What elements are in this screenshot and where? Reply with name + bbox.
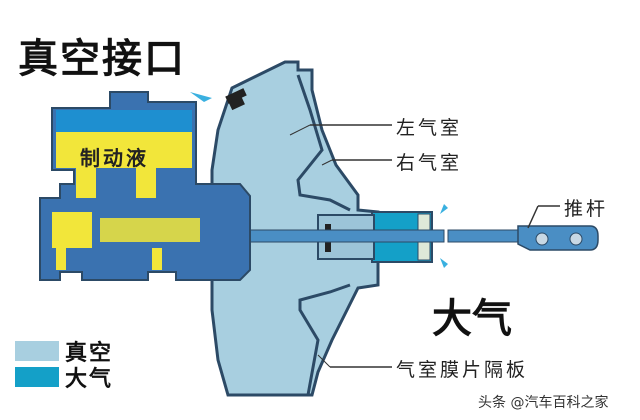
diaphragm-label: 气室膜片隔板 bbox=[396, 359, 529, 381]
right-chamber-label: 右气室 bbox=[396, 152, 463, 174]
watermark: 头条 @汽车百科之家 bbox=[478, 395, 609, 411]
push-rod-label: 推杆 bbox=[564, 198, 609, 220]
legend-item-atmosphere: 大气 bbox=[15, 364, 114, 392]
legend-label: 真空 bbox=[65, 341, 114, 366]
atmosphere-swatch bbox=[15, 367, 59, 387]
vacuum-swatch bbox=[15, 341, 59, 361]
push-rod-clevis bbox=[517, 225, 599, 251]
brake-fluid-label: 制动液 bbox=[80, 146, 149, 170]
booster-housing bbox=[210, 60, 380, 397]
legend: 真空 大气 bbox=[15, 338, 114, 392]
vacuum-port-title: 真空接口 bbox=[18, 36, 186, 82]
legend-item-vacuum: 真空 bbox=[15, 338, 114, 366]
left-chamber-label: 左气室 bbox=[396, 117, 463, 139]
legend-label: 大气 bbox=[65, 367, 114, 392]
atmosphere-label: 大气 bbox=[432, 296, 512, 342]
